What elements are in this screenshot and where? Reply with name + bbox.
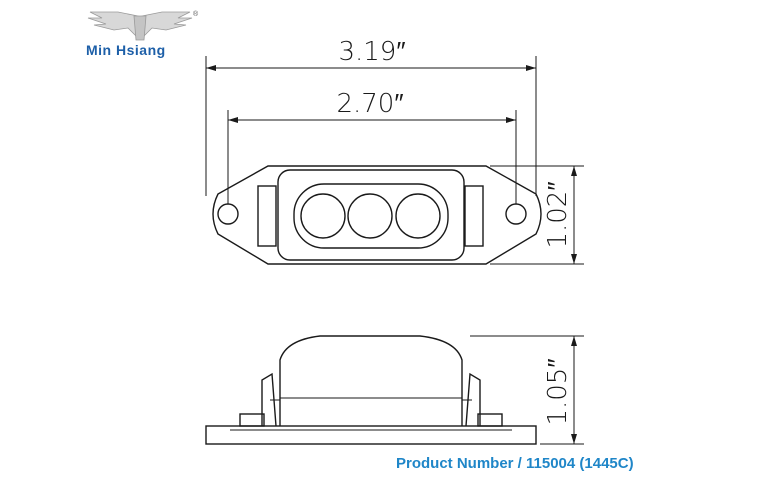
top-view [212,165,542,265]
dimension-height-top: 1.02″ [490,165,584,265]
height-side-label: 1.05″ [543,358,573,425]
housing-body [277,169,465,261]
trademark-symbol: ® [193,10,199,18]
left-mounting-hole [217,203,239,225]
overall-width-label: 3.19″ [338,37,405,67]
side-view [205,335,537,445]
eagle-wings-icon [87,11,193,41]
dimension-hole-spacing: 2.70″ [227,89,517,204]
lens-outline [293,183,449,249]
hole-spacing-label: 2.70″ [336,89,403,119]
led-center [347,193,393,239]
min-hsiang-logo: ® [87,10,199,41]
height-top-label: 1.02″ [543,181,573,248]
right-clip [464,185,484,247]
product-number: Product Number / 115004 (1445C) [396,455,634,472]
side-dome [279,335,463,426]
top-view-flange-outline [212,165,542,265]
led-left [300,193,346,239]
side-right-pad [477,413,503,427]
brand-name: Min Hsiang [86,42,166,58]
dimension-height-side: 1.05″ [470,335,584,445]
left-clip [257,185,277,247]
side-base-plate [205,425,537,445]
led-right [395,193,441,239]
dimension-overall-width: 3.19″ [205,37,537,196]
right-mounting-hole [505,203,527,225]
side-left-pad [239,413,265,427]
